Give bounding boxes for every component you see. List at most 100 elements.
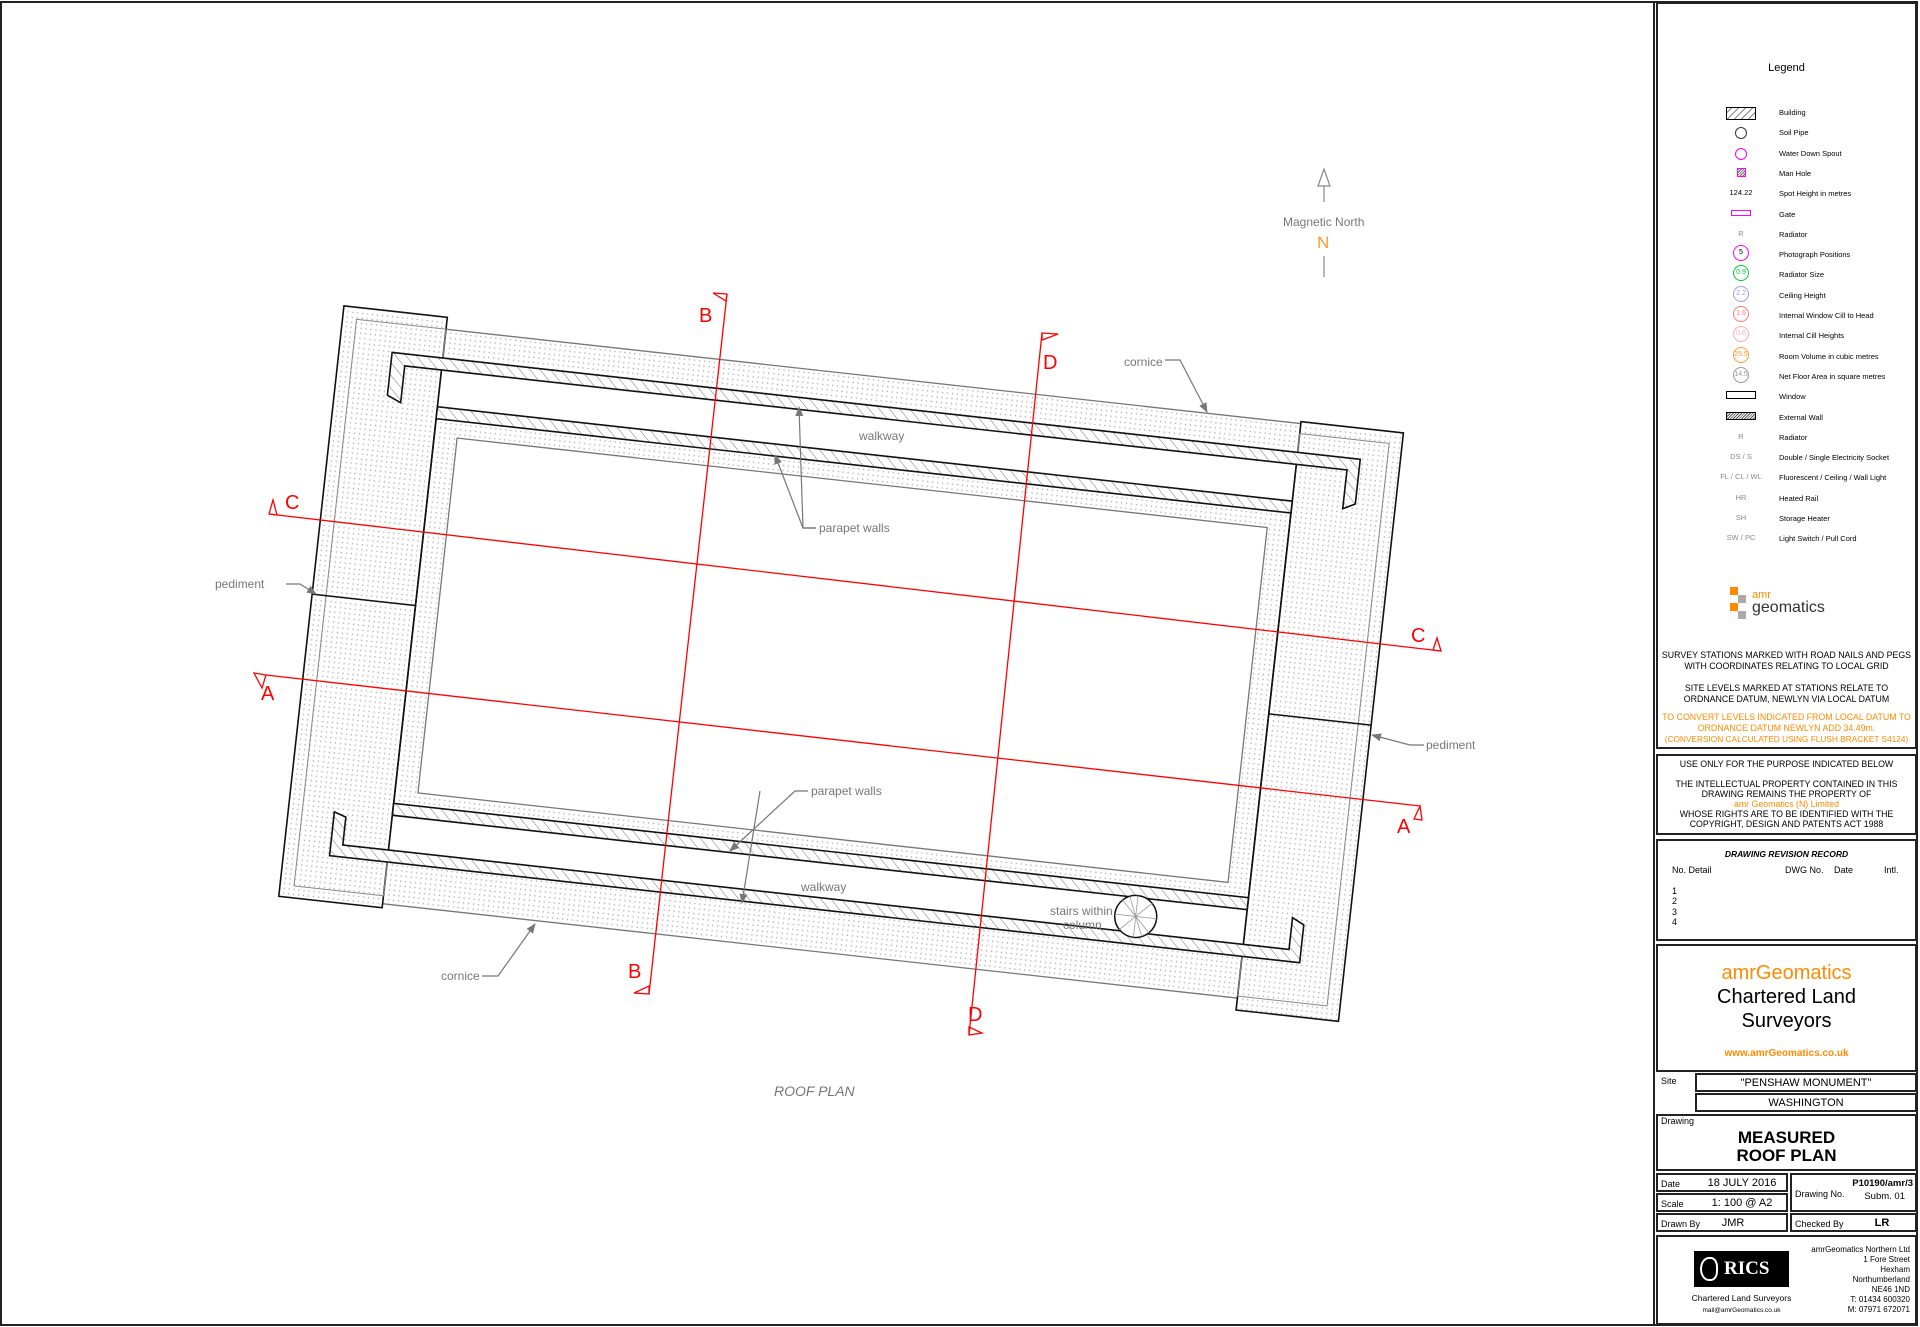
email[interactable]: mail@amrGeomatics.co.uk [1702, 1307, 1781, 1314]
legend-label: Building [1779, 108, 1806, 117]
legend-symbol-text: R [1738, 228, 1744, 238]
section-label-b: B [628, 961, 641, 983]
legend-item: R Radiator [1658, 226, 1915, 242]
legend-label: Radiator [1779, 432, 1808, 442]
revision-header: Date [1834, 865, 1854, 875]
date-value: 18 JULY 2016 [1707, 1177, 1777, 1189]
checked-by-field: Checked By LR [1790, 1213, 1917, 1232]
section-line-b [648, 293, 728, 995]
drawing-label: Drawing [1661, 1116, 1695, 1126]
label-parapet-walls: parapet walls [819, 521, 890, 535]
copyright-text: THE INTELLECTUAL PROPERTY CONTAINED IN T… [1675, 779, 1898, 789]
address-line: M: 07971 672071 [1847, 1305, 1910, 1314]
walkway-bottom [388, 815, 1248, 945]
legend-symbol-text: FL / CL / WL [1720, 472, 1762, 482]
scale-label: Scale [1661, 1199, 1684, 1209]
site-label: Site [1661, 1076, 1677, 1086]
label-walkway: walkway [800, 880, 846, 894]
copyright-text: DRAWING REMAINS THE PROPERTY OF [1701, 789, 1872, 799]
address-line: amrGeomatics Northern Ltd [1811, 1245, 1910, 1254]
label-stairs: stairs within [1050, 904, 1113, 918]
copyright-text: COPYRIGHT, DESIGN AND PATENTS ACT 1988 [1689, 819, 1884, 829]
legend-label: Photograph Positions [1779, 250, 1851, 260]
legend-label: Double / Single Electricity Socket [1779, 453, 1890, 463]
legend-item: 25.5 Room Volume in cubic metres [1658, 346, 1915, 364]
date-field: Date 18 JULY 2016 [1656, 1173, 1788, 1192]
section-b-flag-end [633, 984, 650, 995]
submission-value: Subm. 01 [1864, 1191, 1905, 1202]
roof-area [417, 437, 1268, 884]
legend-item: Man Hole [1658, 165, 1915, 181]
section-label-c: C [285, 492, 299, 514]
rics-logo: RICS [1694, 1251, 1789, 1287]
window-icon [1716, 391, 1766, 401]
location-field: WASHINGTON [1695, 1093, 1917, 1112]
note-conversion: TO CONVERT LEVELS INDICATED FROM LOCAL D… [1662, 712, 1911, 722]
legend-label: External Wall [1779, 412, 1823, 422]
label-stairs: column [1063, 918, 1102, 932]
legend-symbol-text: 2.2 [1733, 285, 1749, 302]
legend-item: Building [1658, 104, 1915, 120]
legend-label: Storage Heater [1779, 514, 1830, 523]
legend-circle-symbol: 14.5 [1716, 366, 1766, 383]
section-label-a: A [1397, 816, 1411, 838]
checked-by-label: Checked By [1795, 1219, 1844, 1229]
left-pediment-split [312, 593, 416, 607]
revision-row: 2 [1672, 896, 1678, 906]
legend-symbol-text: 5 [1733, 245, 1749, 262]
company-box: amrGeomatics Chartered Land Surveyors ww… [1656, 944, 1917, 1072]
site-value: "PENSHAW MONUMENT" [1740, 1077, 1872, 1089]
legend-item: External Wall [1658, 409, 1915, 425]
revision-row: 4 [1672, 917, 1678, 927]
label-pediment: pediment [215, 577, 265, 591]
legend-label: Soil Pipe [1779, 128, 1809, 138]
legend-symbol-text: SW / PC [1726, 533, 1756, 543]
company-url[interactable]: www.amrGeomatics.co.uk [1724, 1048, 1849, 1059]
section-line-c [268, 513, 1442, 652]
revision-row: 3 [1672, 907, 1678, 917]
rics-text: RICS [1724, 1258, 1770, 1279]
legend-label: Room Volume in cubic metres [1779, 351, 1879, 361]
legend-label: Heated Rail [1779, 493, 1819, 503]
rics-subtitle: Chartered Land Surveyors [1691, 1293, 1792, 1303]
drawing-name: MEASURED [1737, 1128, 1836, 1147]
note: SURVEY STATIONS MARKED WITH ROAD NAILS A… [1661, 650, 1912, 660]
manhole-square-icon [1716, 167, 1766, 179]
legend-circle-symbol: 5 [1716, 245, 1766, 262]
legend-label: Spot Height in metres [1779, 189, 1852, 199]
legend-label: Ceiling Height [1779, 290, 1826, 300]
note: ORDNANCE DATUM, NEWLYN VIA LOCAL DATUM [1683, 694, 1890, 704]
parapet-wall-outer-bottom [328, 810, 1305, 964]
leader-lines [286, 359, 1424, 977]
section-label-d: D [968, 1004, 982, 1026]
section-c-flag-start [268, 497, 278, 516]
drawing-number-label: Drawing No. [1795, 1189, 1845, 1199]
note-conversion: ORDNANCE DATUM NEWLYN ADD 34.49m. [1697, 723, 1876, 733]
legend-symbol-text: 0.9 [1733, 265, 1749, 282]
drawing-number-value: P10190/amr/3 [1852, 1178, 1913, 1189]
note-conversion: (CONVERSION CALCULATED USING FLUSH BRACK… [1664, 734, 1909, 744]
drawing-name: ROOF PLAN [1736, 1146, 1837, 1165]
drawn-by-field: Drawn By JMR [1656, 1213, 1788, 1232]
section-label-b: B [699, 305, 712, 327]
legend-symbol-text: 25.5 [1733, 346, 1749, 363]
soil-pipe-circle-icon [1716, 127, 1766, 141]
address-line: NE46 1ND [1871, 1285, 1910, 1294]
drawn-by-value: JMR [1721, 1217, 1745, 1229]
address-line: Northumberland [1852, 1275, 1910, 1284]
building-hatch-icon [1716, 107, 1766, 122]
drawn-by-label: Drawn By [1661, 1219, 1701, 1229]
copyright-text: USE ONLY FOR THE PURPOSE INDICATED BELOW [1679, 759, 1894, 769]
checked-by-value: LR [1874, 1217, 1890, 1229]
legend-item: Gate [1658, 206, 1915, 222]
legend-label: Water Down Spout [1779, 148, 1842, 158]
legend-label: Net Floor Area in square metres [1779, 371, 1886, 381]
legend-label: Radiator [1779, 229, 1808, 239]
walkway-top [437, 369, 1297, 502]
revision-header: Intl. [1884, 865, 1899, 875]
revision-record-box: DRAWING REVISION RECORD No. Detail DWG N… [1656, 839, 1917, 941]
label-cornice: cornice [441, 969, 480, 983]
